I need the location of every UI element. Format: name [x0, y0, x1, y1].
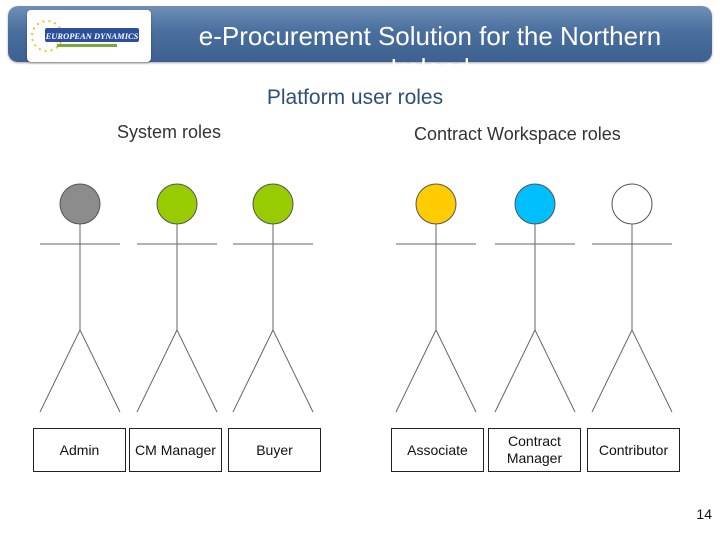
figure-head — [514, 183, 556, 225]
page-number: 14 — [696, 506, 712, 522]
figure-head — [611, 183, 653, 225]
figure-left-leg — [395, 329, 437, 413]
figure-head — [415, 183, 457, 225]
figure-right-leg — [272, 329, 314, 413]
figure-head — [156, 183, 198, 225]
role-box: Contract Manager — [488, 428, 581, 472]
figure-right-leg — [631, 329, 673, 413]
role-box: Contributor — [587, 428, 680, 472]
figure-left-leg — [494, 329, 536, 413]
role-box: Associate — [391, 428, 484, 472]
stick-figure-0 — [39, 183, 121, 413]
figure-left-leg — [39, 329, 81, 413]
system-roles-label: System roles — [117, 122, 222, 142]
stick-figure-3 — [395, 183, 477, 413]
stick-figure-2 — [232, 183, 314, 413]
contract-workspace-roles-label: Contract Workspace roles — [414, 124, 621, 144]
figure-left-leg — [136, 329, 178, 413]
role-box: Buyer — [228, 428, 321, 472]
figure-left-leg — [232, 329, 274, 413]
logo: EUROPEAN DYNAMICS — [27, 10, 151, 62]
header-title: e-Procurement Solution for the Northern … — [198, 21, 662, 83]
page-title: Platform user roles — [266, 86, 444, 109]
stick-figure-4 — [494, 183, 576, 413]
role-box: Admin — [33, 428, 126, 472]
european-dynamics-logo-icon: EUROPEAN DYNAMICS — [31, 20, 139, 52]
figure-right-leg — [534, 329, 576, 413]
stick-figure-5 — [591, 183, 673, 413]
figure-right-leg — [79, 329, 121, 413]
figure-right-leg — [435, 329, 477, 413]
figure-right-leg — [176, 329, 218, 413]
role-box: CM Manager — [129, 428, 222, 472]
svg-text:EUROPEAN DYNAMICS: EUROPEAN DYNAMICS — [45, 31, 139, 41]
figure-left-leg — [591, 329, 633, 413]
figure-head — [59, 183, 101, 225]
figure-head — [252, 183, 294, 225]
stick-figure-1 — [136, 183, 218, 413]
